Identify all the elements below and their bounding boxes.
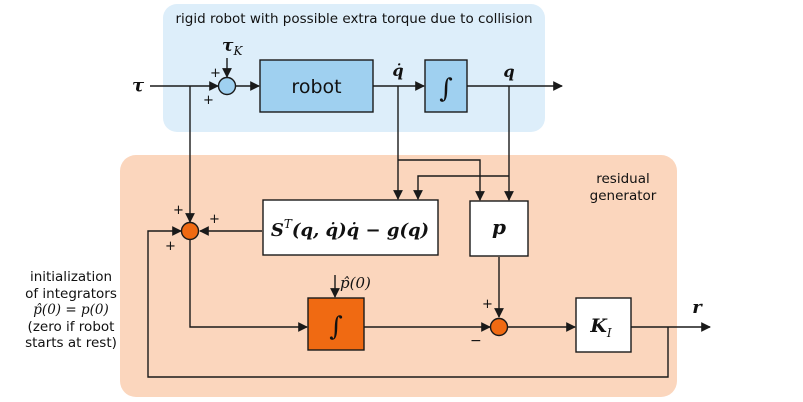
s-term-rest: (q, q̇)q̇ − g(q) (292, 220, 429, 241)
wire-sum-int (189, 240, 308, 332)
p-block (469, 200, 529, 257)
gain-sub: I (606, 326, 612, 340)
initialization-note: initialization of integrators p̂(0) = p(… (4, 269, 138, 352)
right-sum-plus-top: + (482, 297, 493, 312)
right-sum-minus-bottom: − (470, 333, 482, 349)
tau-k-label: τK (222, 36, 243, 58)
top-sum-plus-top: + (210, 66, 221, 81)
p-hat-init-label: p̂(0) (340, 274, 371, 292)
p-block-label: p (492, 215, 506, 239)
wire-qdot-p (398, 159, 485, 201)
s-term-block (262, 199, 439, 256)
left-sum-plus-right: + (209, 212, 220, 227)
note-line-2: of integrators (25, 285, 117, 302)
tau-k-main: τ (222, 36, 234, 56)
s-term-main: S (271, 220, 284, 241)
input-tau-label: τ (132, 75, 145, 96)
robot-block (259, 59, 374, 113)
top-sum-plus-left: + (203, 93, 214, 108)
integrator-top-symbol: ∫ (439, 74, 453, 104)
wire-q-s (413, 175, 509, 200)
note-line-4: (zero if robot (27, 318, 115, 335)
s-term-sup: T (284, 217, 293, 231)
top-sum-junction (217, 76, 237, 96)
gain-label: KI (589, 315, 612, 340)
q-label: q (503, 62, 514, 81)
q-dot-label: q̇ (392, 61, 403, 80)
residual-region-label-1: residual (596, 171, 650, 187)
note-line-3: p̂(0) = p(0) (33, 302, 109, 318)
tau-k-sub: K (232, 44, 243, 58)
residual-r-label: r (692, 297, 703, 318)
s-term-label: ST(q, q̇)q̇ − g(q) (271, 217, 429, 241)
residual-region (120, 155, 677, 397)
note-line-1: initialization (29, 269, 113, 285)
left-sum-plus-top: + (173, 203, 184, 218)
integrator-bottom-block (307, 297, 365, 351)
integrator-top-block (424, 59, 468, 113)
integrator-bottom-symbol: ∫ (329, 312, 343, 342)
right-sum-junction (489, 317, 509, 337)
left-sum-plus-bottom: + (165, 239, 176, 254)
left-sum-junction (180, 221, 200, 241)
robot-block-label: robot (291, 76, 341, 98)
gain-main: K (589, 315, 608, 337)
note-line-5: starts at rest) (25, 335, 117, 351)
wire-feedback (147, 226, 669, 378)
residual-region-label-2: generator (590, 188, 657, 204)
gain-block (575, 297, 632, 353)
robot-region-label: rigid robot with possible extra torque d… (175, 11, 532, 27)
